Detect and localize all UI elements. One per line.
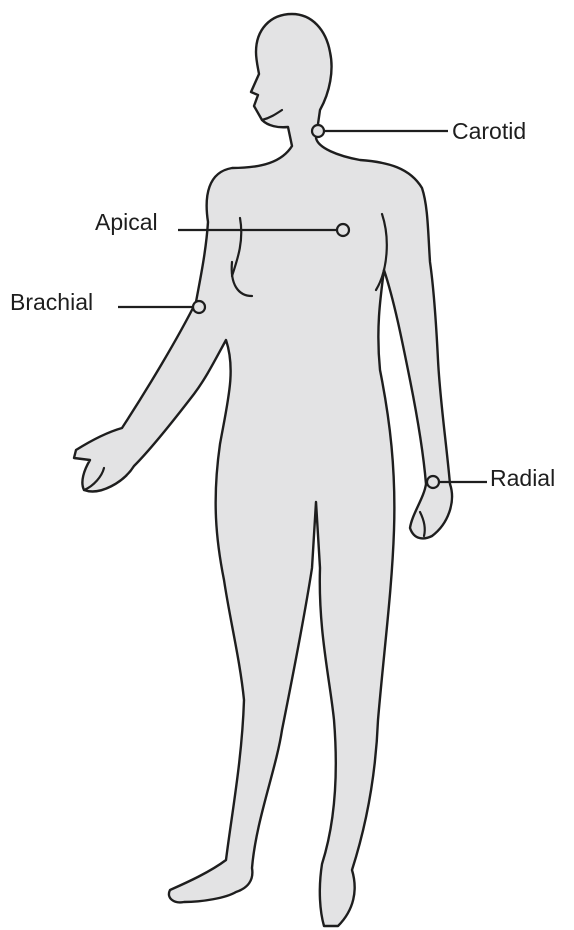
apical-label: Apical bbox=[95, 209, 158, 235]
brachial-label: Brachial bbox=[10, 289, 93, 315]
carotid-label: Carotid bbox=[452, 118, 526, 144]
apical-marker bbox=[337, 224, 349, 236]
carotid-marker bbox=[312, 125, 324, 137]
radial-marker bbox=[427, 476, 439, 488]
human-body-silhouette bbox=[74, 14, 452, 926]
pulse-point-brachial: Brachial bbox=[10, 289, 205, 315]
pulse-point-carotid: Carotid bbox=[312, 118, 526, 144]
brachial-marker bbox=[193, 301, 205, 313]
body-outline bbox=[74, 14, 452, 926]
radial-label: Radial bbox=[490, 465, 555, 491]
